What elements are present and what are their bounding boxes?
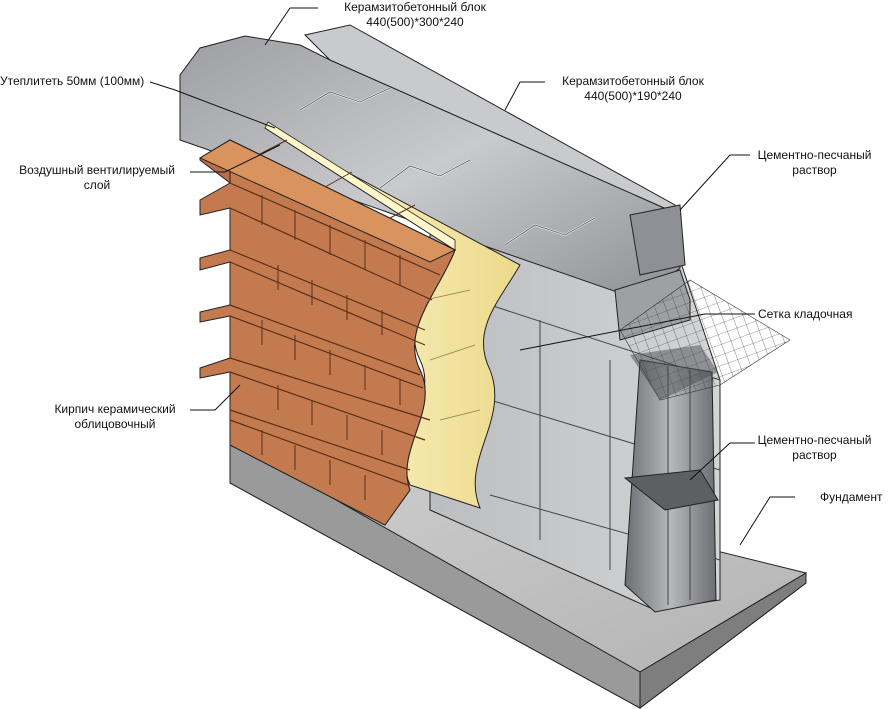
label-mortar-bottom: Цементно-песчаный раствор [752, 433, 877, 463]
label-air-gap: Воздушный вентилируемый слой [12, 163, 182, 193]
label-insulation-text: Утеплитеть 50мм (100мм) [0, 74, 145, 88]
label-mortar-bottom-line1: Цементно-песчаный [757, 433, 872, 447]
label-block-190: Керамзитобетонный блок 440(500)*190*240 [548, 74, 718, 104]
label-foundation: Фундамент [820, 490, 882, 505]
label-block-300-line2: 440(500)*300*240 [366, 15, 464, 29]
label-block-300-line1: Керамзитобетонный блок [344, 0, 486, 14]
label-mortar-top-line2: раствор [792, 163, 837, 177]
label-brick-line1: Кирпич керамический [54, 402, 176, 416]
label-brick-line2: облицовочный [74, 417, 156, 431]
label-air-gap-line1: Воздушный вентилируемый [19, 163, 175, 177]
top-block-rows [179, 24, 691, 341]
label-mesh: Сетка кладочная [758, 307, 852, 322]
label-mortar-bottom-line2: раствор [792, 448, 837, 462]
label-block-190-line2: 440(500)*190*240 [584, 89, 682, 103]
leader-lines [149, 7, 795, 546]
label-insulation: Утеплитеть 50мм (100мм) [0, 74, 144, 89]
label-block-190-line1: Керамзитобетонный блок [562, 74, 704, 88]
label-mortar-top-line1: Цементно-песчаный [757, 148, 872, 162]
brick-facing [198, 139, 457, 526]
label-mesh-text: Сетка кладочная [758, 307, 853, 321]
label-air-gap-line2: слой [83, 178, 111, 192]
lower-mortar [623, 469, 719, 511]
label-foundation-text: Фундамент [820, 490, 883, 504]
label-brick: Кирпич керамический облицовочный [40, 402, 190, 432]
label-block-300: Керамзитобетонный блок 440(500)*300*240 [320, 0, 510, 30]
masonry-mesh [619, 279, 791, 401]
label-mortar-top: Цементно-песчаный раствор [752, 148, 877, 178]
